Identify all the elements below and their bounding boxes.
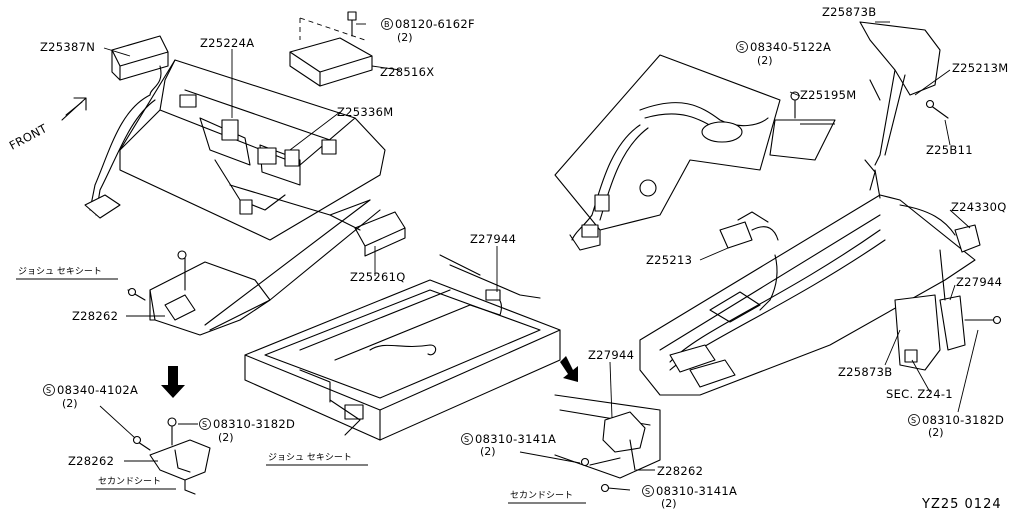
passenger-seat-harness-assembly: [84, 35, 406, 336]
callout-z25213: Z25213: [646, 253, 692, 267]
prefix-s: S: [46, 386, 51, 395]
qty-08310-3182d-left: (2): [218, 431, 234, 444]
qty-08310-3141a-b: (2): [661, 497, 677, 510]
callout-s08340-5122a: S 08340-5122A (2): [736, 40, 831, 67]
prefix-s: S: [464, 435, 469, 444]
seat-rail-assembly: [244, 246, 561, 441]
callout-z25224a: Z25224A: [200, 36, 254, 50]
part-08310-3182d-left: 08310-3182D: [213, 417, 295, 431]
qty-08340-4102a: (2): [62, 397, 78, 410]
seat-label-second-2: セカンドシート: [510, 490, 573, 501]
callout-z24330q: Z24330Q: [951, 200, 1007, 214]
seat-label-passenger-2: ジョシュ セキシート: [268, 452, 352, 463]
callout-z28516x: Z28516X: [380, 65, 434, 79]
seat-label-second-1: セカンドシート: [98, 476, 161, 487]
leader-08340-4102a: [99, 405, 136, 439]
callout-s08310-3141a-a: S 08310-3141A (2): [461, 432, 556, 458]
second-seat-rail-right: [519, 356, 661, 493]
callout-z27944-a: Z27944: [470, 232, 516, 246]
callout-z27944-b: Z27944: [588, 348, 634, 362]
left-leaders: [103, 23, 401, 317]
prefix-b: B: [384, 20, 390, 29]
part-08310-3141a-a: 08310-3141A: [475, 432, 556, 446]
prefix-s: S: [739, 43, 744, 52]
callout-z25336m: Z25336M: [337, 105, 393, 119]
callout-s08310-3182d-left: S 08310-3182D (2): [199, 417, 295, 444]
callout-z27944-c: Z27944: [956, 275, 1002, 289]
front-label: FRONT: [7, 121, 50, 153]
callout-sec-z24: SEC. Z24-1: [886, 387, 953, 401]
callout-z25213m: Z25213M: [952, 61, 1008, 75]
callout-z25873b-bottom: Z25873B: [838, 365, 892, 379]
down-arrow: [161, 366, 185, 398]
prefix-s: S: [645, 487, 650, 496]
callout-s08310-3141a-b: S 08310-3141A (2): [642, 484, 737, 510]
qty-08310-3141a-a: (2): [480, 445, 496, 458]
callout-z25873b-top: Z25873B: [822, 5, 876, 19]
floor-harness-assembly: [554, 21, 1002, 413]
callout-z25387n: Z25387N: [40, 40, 95, 54]
figure-reference: YZ25 0124: [921, 497, 1002, 512]
callout-b08120: B 08120-6162F (2): [381, 17, 475, 44]
second-seat-bracket-assembly: [124, 417, 211, 495]
callout-z25261q: Z25261Q: [350, 270, 406, 284]
part-08340-4102a: 08340-4102A: [57, 383, 138, 397]
callout-s08340-4102a: S 08340-4102A (2): [43, 383, 138, 410]
part-08310-3182d-right: 08310-3182D: [922, 413, 1004, 427]
qty-08340-5122a: (2): [757, 54, 773, 67]
qty-08310-3182d-right: (2): [928, 426, 944, 439]
part-08120-6162f: 08120-6162F: [395, 17, 475, 31]
control-module-z28516x: [289, 11, 373, 87]
prefix-s: S: [911, 416, 916, 425]
callout-z25b11: Z25B11: [926, 143, 973, 157]
callout-z28262-a: Z28262: [72, 309, 118, 323]
callout-z28262-c: Z28262: [657, 464, 703, 478]
qty-08120: (2): [397, 31, 413, 44]
prefix-s: S: [202, 420, 207, 429]
part-08340-5122a: 08340-5122A: [750, 40, 831, 54]
front-indicator: [61, 97, 87, 121]
part-08310-3141a-b: 08310-3141A: [656, 484, 737, 498]
seat-label-passenger-1: ジョシュ セキシート: [18, 266, 102, 277]
callout-z25195m: Z25195M: [800, 88, 856, 102]
callout-z28262-b: Z28262: [68, 454, 114, 468]
callout-s08310-3182d-right: S 08310-3182D (2): [908, 413, 1004, 439]
